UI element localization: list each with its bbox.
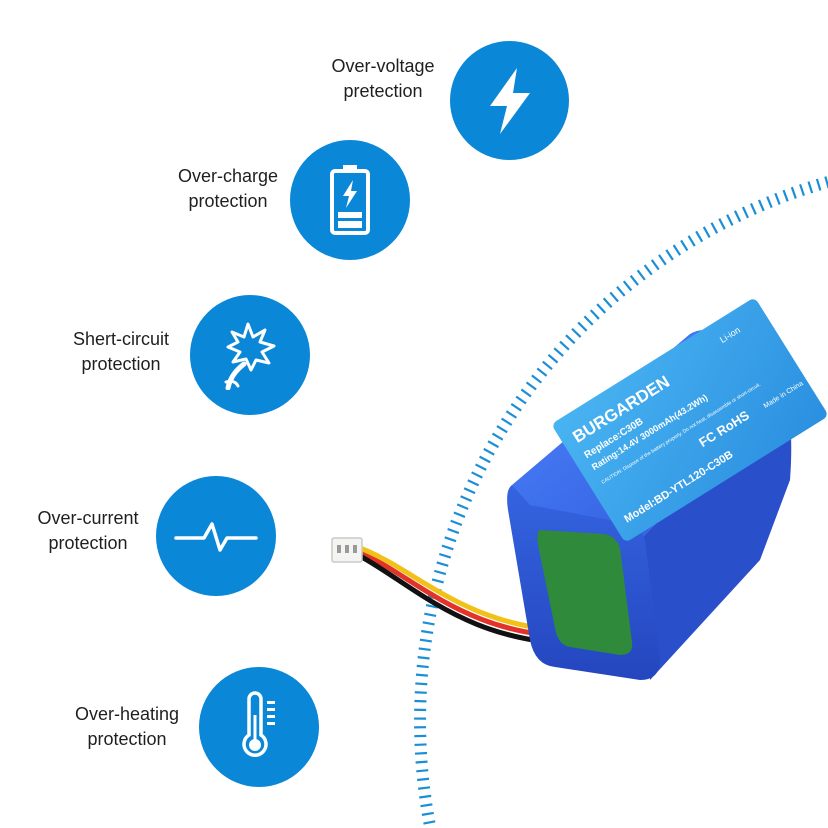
battery-side-face bbox=[640, 395, 792, 680]
feature-title: Shert-circuit bbox=[72, 329, 170, 349]
feature-subtitle: protection bbox=[87, 729, 167, 749]
feature-subtitle: pretection bbox=[343, 81, 423, 101]
feature-title: Over-charge bbox=[177, 166, 279, 186]
feature-label-over-charge: Over-charge protection bbox=[128, 164, 328, 214]
feature-title: Over-voltage bbox=[331, 56, 435, 76]
battery-label-sticker bbox=[553, 299, 827, 541]
feature-label-short-circuit: Shert-circuit protection bbox=[21, 327, 221, 377]
feature-subtitle: protection bbox=[188, 191, 268, 211]
feature-circle-short-circuit bbox=[190, 295, 310, 415]
feature-subtitle: protection bbox=[81, 354, 161, 374]
feature-circle-over-charge bbox=[290, 140, 410, 260]
spark-burst-icon bbox=[224, 322, 276, 390]
battery-charging-icon bbox=[330, 165, 370, 235]
feature-circle-over-heating bbox=[199, 667, 319, 787]
battery-connector bbox=[331, 537, 363, 563]
battery-label: BURGARDEN Li-ion Replace:C30B Rating:14.… bbox=[553, 299, 827, 541]
thermometer-icon bbox=[242, 691, 275, 757]
feature-label-over-voltage: Over-voltage pretection bbox=[283, 54, 483, 104]
feature-label-over-current: Over-current protection bbox=[0, 506, 188, 556]
pulse-wave-icon bbox=[174, 522, 258, 552]
lightning-bolt-icon bbox=[489, 67, 530, 134]
feature-circle-over-current bbox=[156, 476, 276, 596]
feature-circle-over-voltage bbox=[450, 41, 569, 160]
battery-insulator bbox=[537, 530, 633, 655]
feature-title: Over-heating bbox=[74, 704, 180, 724]
feature-title: Over-current bbox=[37, 508, 139, 528]
feature-label-over-heating: Over-heating protection bbox=[27, 702, 227, 752]
feature-subtitle: protection bbox=[48, 533, 128, 553]
